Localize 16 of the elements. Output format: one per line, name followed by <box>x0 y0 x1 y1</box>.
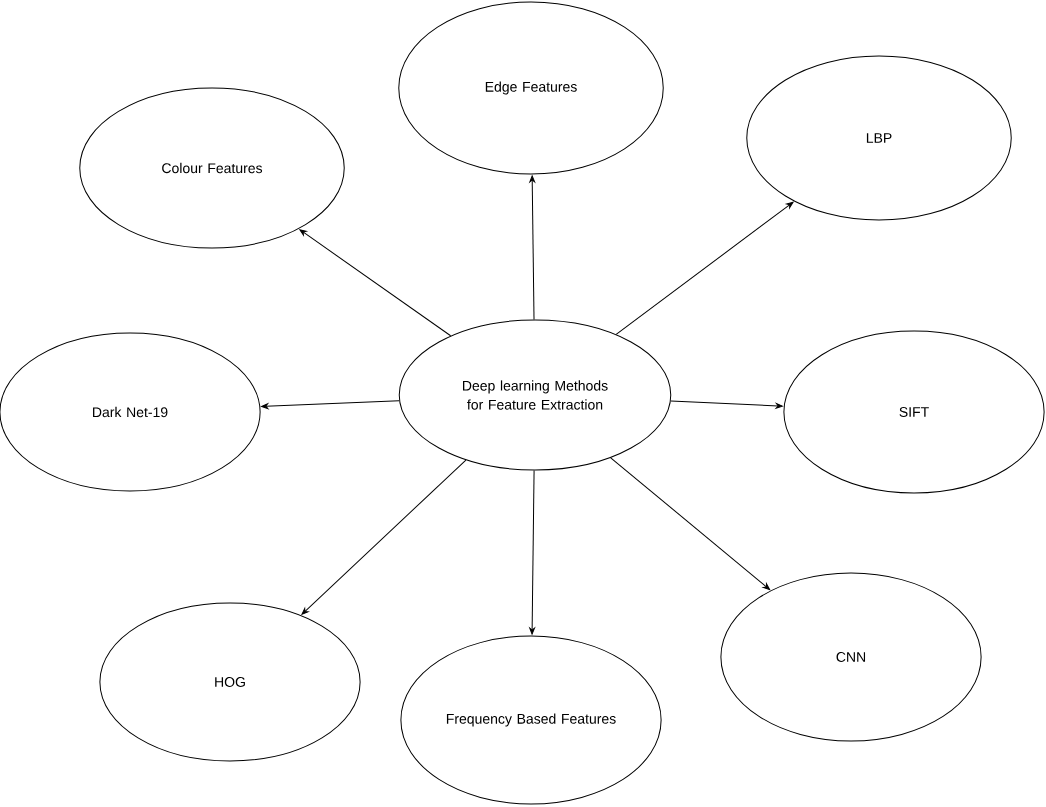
arrow <box>610 457 771 590</box>
ellipse-node: Colour Features <box>79 87 345 249</box>
arrow <box>670 400 783 409</box>
arrow <box>301 459 467 615</box>
arrow <box>615 201 794 335</box>
arrow <box>529 175 536 320</box>
arrow <box>261 400 400 410</box>
ellipse-node: Deep learning Methods for Feature Extraction <box>398 319 672 471</box>
ellipse-node: Frequency Based Features <box>400 635 662 805</box>
ellipse-node: CNN <box>720 572 982 742</box>
ellipse-node: HOG <box>99 602 361 762</box>
arrow <box>529 470 535 635</box>
arrow <box>299 229 452 337</box>
ellipse-node: LBP <box>746 55 1012 221</box>
ellipse-node: SIFT <box>783 330 1045 494</box>
ellipse-node: Edge Features <box>398 1 664 175</box>
